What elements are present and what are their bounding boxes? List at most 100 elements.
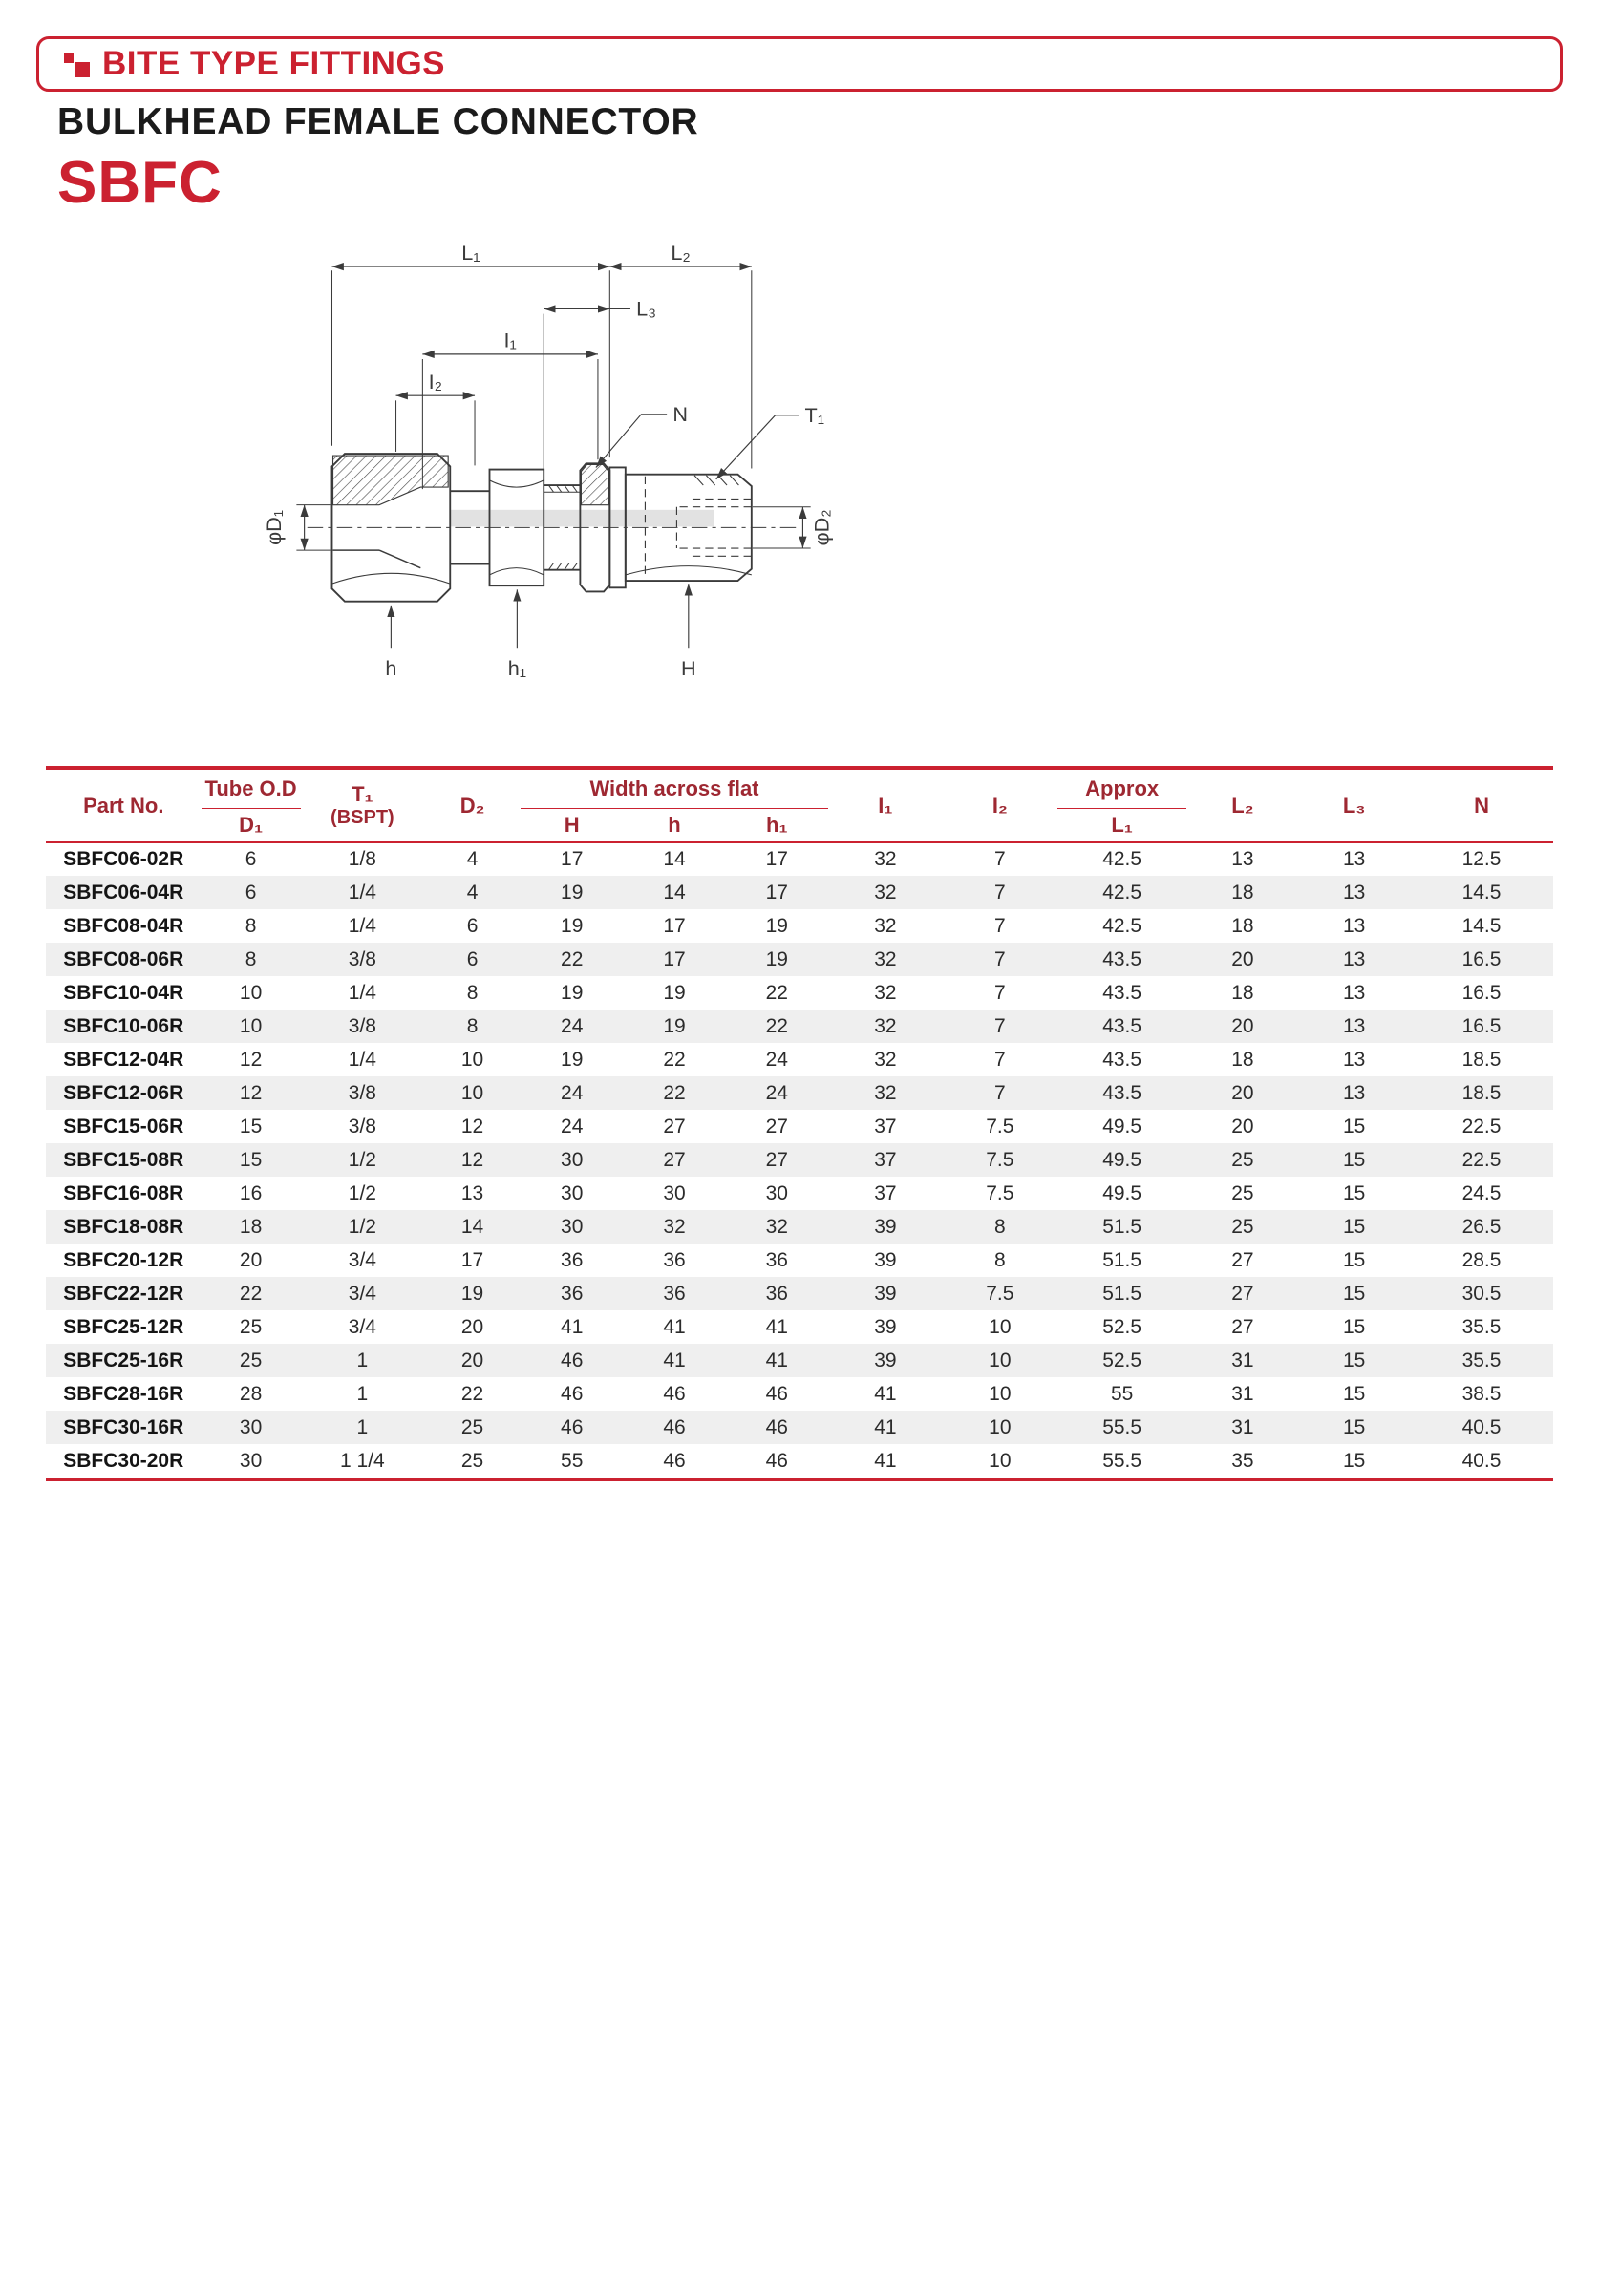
cell-value: 22 [460, 1382, 484, 1405]
cell-value: 32 [874, 947, 897, 970]
cell-value: 19 [561, 981, 584, 1004]
cell-value: 36 [561, 1248, 584, 1271]
cell-value: 20 [1231, 947, 1254, 970]
cell-value: 46 [663, 1415, 686, 1438]
cell-value: 39 [874, 1215, 897, 1238]
cell-value: 22 [239, 1282, 263, 1305]
cell-value: 43.5 [1102, 947, 1142, 970]
cell-value: 39 [874, 1248, 897, 1271]
cell-value: 19 [561, 1048, 584, 1071]
col-h1: h₁ [725, 808, 828, 843]
cell-value: 10 [989, 1315, 1012, 1338]
cell-value: 15 [1342, 1115, 1366, 1137]
cell-value: 13 [1342, 1048, 1366, 1071]
cell-value: 17 [765, 848, 788, 870]
cell-value: 25 [460, 1449, 484, 1472]
cell-value: 22 [663, 1081, 686, 1104]
col-d1: D₁ [201, 808, 301, 843]
cell-value: 14 [460, 1215, 484, 1238]
cell-value: 35 [1231, 1449, 1254, 1472]
cell-value: 55 [1110, 1382, 1134, 1405]
cell-value: 35.5 [1461, 1315, 1502, 1338]
cell-value: 38.5 [1461, 1382, 1502, 1405]
cell-value: 18 [1231, 981, 1254, 1004]
cell-value: 46 [663, 1382, 686, 1405]
cell-value: 19 [663, 981, 686, 1004]
cell-value: 27 [765, 1115, 788, 1137]
cell-part-no: SBFC22-12R [63, 1282, 184, 1305]
col-n: N [1410, 770, 1553, 843]
cell-value: 3/4 [348, 1282, 376, 1305]
cell-value: 13 [1342, 881, 1366, 904]
cell-value: 27 [765, 1148, 788, 1171]
col-part-no: Part No. [46, 770, 202, 843]
cell-value: 18.5 [1461, 1048, 1502, 1071]
cell-value: 10 [989, 1449, 1012, 1472]
cell-value: 8 [993, 1215, 1006, 1238]
cell-value: 24 [561, 1014, 584, 1037]
cell-value: 7.5 [986, 1282, 1014, 1305]
cell-value: 41 [663, 1349, 686, 1371]
cell-value: 39 [874, 1349, 897, 1371]
cell-value: 3/4 [348, 1315, 376, 1338]
cell-value: 51.5 [1102, 1248, 1142, 1271]
cell-part-no: SBFC15-08R [63, 1148, 184, 1171]
cell-value: 6 [466, 947, 479, 970]
cell-value: 19 [561, 914, 584, 937]
cell-value: 41 [765, 1349, 788, 1371]
col-t1-label: T₁ [352, 782, 373, 807]
cell-value: 10 [989, 1382, 1012, 1405]
cell-value: 46 [561, 1349, 584, 1371]
cell-value: 10 [989, 1349, 1012, 1371]
section-title: BITE TYPE FITTINGS [102, 45, 446, 82]
spec-table-container: Part No. Tube O.D T₁ (BSPT) D₂ Width acr… [46, 766, 1553, 1481]
cell-value: 13 [1342, 1014, 1366, 1037]
cell-value: 37 [874, 1148, 897, 1171]
cell-value: 25 [1231, 1215, 1254, 1238]
cell-value: 32 [874, 981, 897, 1004]
cell-value: 18 [1231, 881, 1254, 904]
cell-value: 30 [561, 1215, 584, 1238]
cell-value: 1/8 [348, 848, 376, 870]
cell-value: 55 [561, 1449, 584, 1472]
cell-value: 27 [663, 1148, 686, 1171]
cell-value: 43.5 [1102, 1048, 1142, 1071]
cell-value: 13 [1231, 848, 1254, 870]
cell-value: 12 [239, 1081, 263, 1104]
brand-icon-square-big [75, 61, 90, 77]
cell-value: 3/8 [348, 1081, 376, 1104]
col-l3: L₃ [1298, 770, 1411, 843]
cell-value: 39 [874, 1282, 897, 1305]
cell-value: 17 [663, 914, 686, 937]
cell-value: 37 [874, 1181, 897, 1204]
cell-part-no: SBFC12-04R [63, 1048, 184, 1071]
cell-value: 20 [239, 1248, 263, 1271]
dimension-labels: L₁ L₂ L₃ I₁ I₂ N T₁ φD₁ φD₂ h h₁ H [262, 241, 833, 680]
cell-value: 49.5 [1102, 1181, 1142, 1204]
cell-value: 25 [1231, 1181, 1254, 1204]
cell-value: 7.5 [986, 1148, 1014, 1171]
cell-value: 16.5 [1461, 1014, 1502, 1037]
cell-value: 17 [765, 881, 788, 904]
cell-value: 31 [1231, 1382, 1254, 1405]
brand-icon-square-small [64, 53, 74, 63]
dim-label-d1: φD₁ [262, 510, 286, 545]
cell-value: 19 [765, 914, 788, 937]
bore-shading [450, 509, 714, 527]
cell-value: 27 [1231, 1248, 1254, 1271]
col-l2: L₂ [1186, 770, 1299, 843]
cell-value: 18 [1231, 1048, 1254, 1071]
cell-value: 10 [239, 1014, 263, 1037]
cell-value: 7 [993, 1048, 1006, 1071]
cell-value: 32 [663, 1215, 686, 1238]
col-l1: L₁ [1056, 808, 1187, 843]
